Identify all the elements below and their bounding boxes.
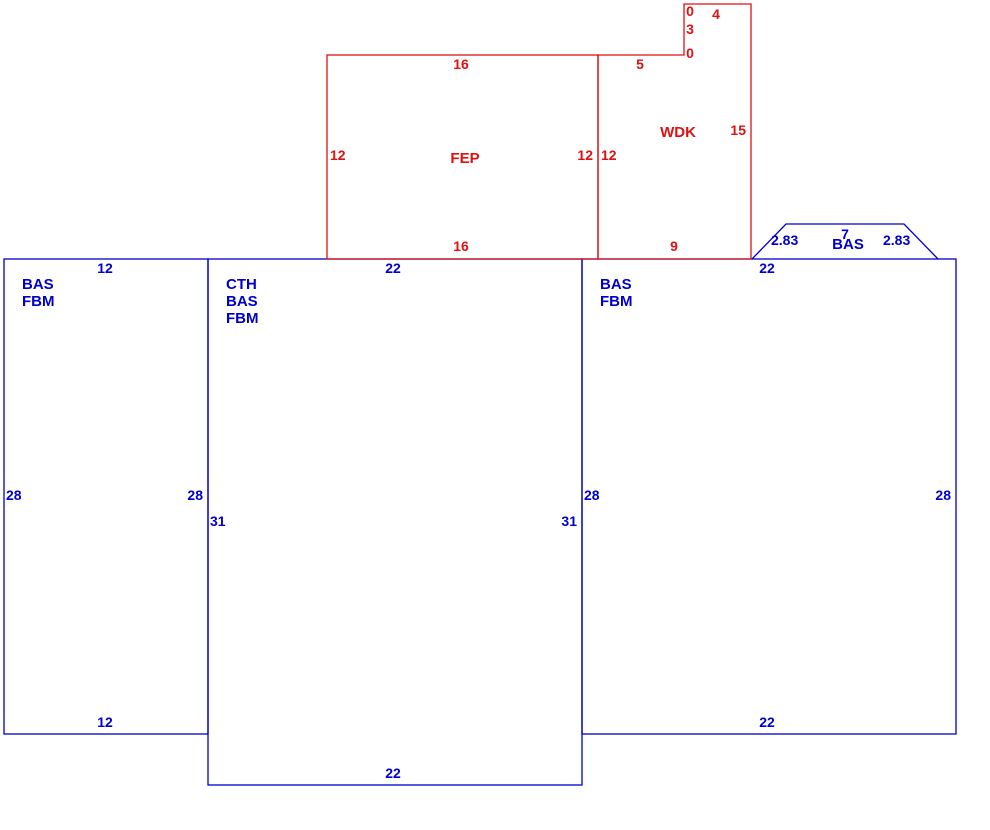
right-bas-code-1: BAS [600, 276, 632, 293]
center-cth-dim-top: 22 [385, 260, 401, 276]
right-bas-dim-right: 28 [935, 487, 951, 503]
area-center-cth: CTH BAS FBM 22 22 31 31 [207, 258, 583, 786]
center-cth-dim-left: 31 [210, 513, 226, 529]
left-bas-code-1: BAS [22, 276, 54, 293]
wdk-code: WDK [660, 124, 696, 141]
wdk-dim-left: 12 [601, 147, 617, 163]
bay-bas-dim-left-slant: 2.83 [771, 232, 798, 248]
right-bas-dim-left: 28 [584, 487, 600, 503]
area-right-bas: BAS FBM 22 22 28 28 [581, 258, 957, 735]
wdk-dim-jog-0a: 0 [686, 3, 694, 19]
fep-dim-bottom: 16 [453, 238, 469, 254]
wdk-outline [597, 3, 752, 260]
fep-dim-right: 12 [577, 147, 593, 163]
left-bas-dim-right: 28 [187, 487, 203, 503]
right-bas-outline [581, 258, 957, 735]
wdk-dim-jog-3: 3 [686, 21, 694, 37]
area-wdk: WDK 12 9 15 5 0 3 0 4 [597, 3, 752, 260]
center-cth-code-2: BAS [226, 293, 258, 310]
fep-code: FEP [450, 150, 479, 167]
center-cth-dim-right: 31 [561, 513, 577, 529]
bay-bas-outline [751, 223, 939, 260]
right-bas-dim-bottom: 22 [759, 714, 775, 730]
wdk-dim-top: 4 [712, 6, 720, 22]
wdk-dim-jog-0b: 0 [686, 45, 694, 61]
area-bay-bas: 2.83 7 BAS 2.83 [751, 223, 939, 260]
center-cth-code-3: FBM [226, 310, 259, 327]
area-fep: FEP 16 16 12 12 [326, 54, 599, 260]
center-cth-dim-bottom: 22 [385, 765, 401, 781]
left-bas-dim-top: 12 [97, 260, 113, 276]
wdk-dim-bottom: 9 [670, 238, 678, 254]
center-cth-outline [207, 258, 583, 786]
left-bas-dim-bottom: 12 [97, 714, 113, 730]
area-left-bas: BAS FBM 12 12 28 28 [3, 258, 209, 735]
bay-bas-dim-top: 7 [841, 226, 849, 242]
left-bas-code-2: FBM [22, 293, 55, 310]
wdk-dim-step-top: 5 [636, 56, 644, 72]
fep-dim-top: 16 [453, 56, 469, 72]
left-bas-dim-left: 28 [6, 487, 22, 503]
bay-bas-dim-right-slant: 2.83 [883, 232, 910, 248]
bay-bas-code: BAS [832, 236, 864, 253]
wdk-dim-right: 15 [730, 122, 746, 138]
right-bas-code-2: FBM [600, 293, 633, 310]
left-bas-outline [3, 258, 209, 735]
right-bas-dim-top: 22 [759, 260, 775, 276]
fep-dim-left: 12 [330, 147, 346, 163]
center-cth-code-1: CTH [226, 276, 257, 293]
